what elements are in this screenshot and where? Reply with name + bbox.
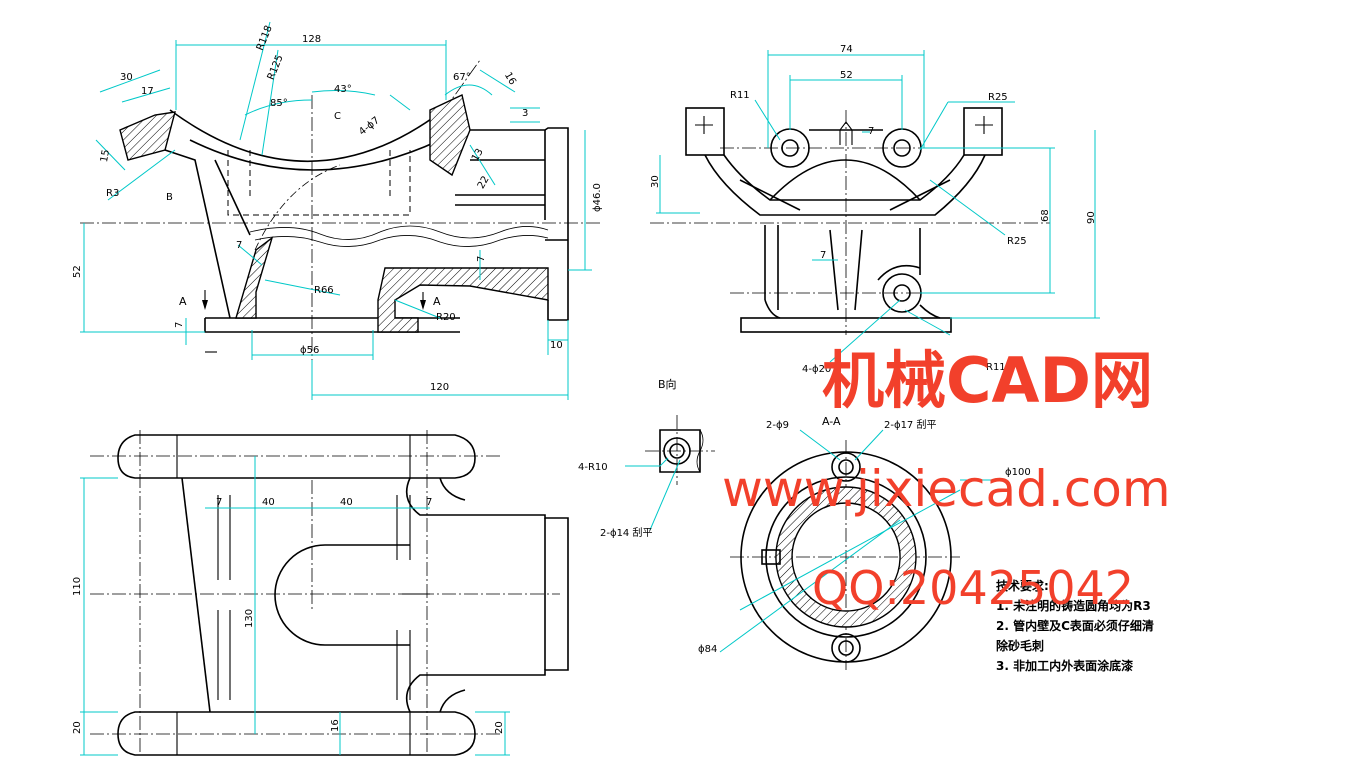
dim-phi100: ϕ100 xyxy=(1005,467,1031,478)
dim-4-r10: 4-R10 xyxy=(578,462,608,473)
dim-3: 3 xyxy=(522,108,528,119)
dim-128: 128 xyxy=(302,34,321,45)
dim-r20: R20 xyxy=(436,312,456,323)
dim-7-right: 7 xyxy=(476,256,487,262)
dim-r11-bottom: R11 xyxy=(986,362,1006,373)
dim-110: 110 xyxy=(72,577,83,596)
view-b: B向 4-R10 2-ϕ14 刮平 xyxy=(578,377,715,539)
tech-requirements: 技术要求: 1. 未注明的铸造圆角均为R3 2. 管内壁及C表面必须仔细清 除砂… xyxy=(996,578,1154,673)
label-c: C xyxy=(334,111,341,122)
dim-r11: R11 xyxy=(730,90,750,101)
dim-10: 10 xyxy=(550,340,563,351)
tech-item-2: 2. 管内壁及C表面必须仔细清 xyxy=(996,618,1154,633)
tech-item-2-cont: 除砂毛刺 xyxy=(996,638,1044,653)
dim-7-b: 7 xyxy=(426,497,432,508)
watermark-qq: QQ:20425042 xyxy=(812,561,1134,615)
dim-16: 16 xyxy=(330,719,341,732)
dim-20-left: 20 xyxy=(72,721,83,734)
tech-item-1: 1. 未注明的铸造圆角均为R3 xyxy=(996,598,1151,613)
dim-r3: R3 xyxy=(106,188,119,199)
section-aa: A-A 2-ϕ9 2-ϕ17 刮平 ϕ100 ϕ84 xyxy=(698,415,1031,670)
left-flange-section xyxy=(119,111,176,161)
dim-phi46: ϕ46.0 xyxy=(592,183,603,212)
dim-130: 130 xyxy=(244,609,255,628)
dim-43-deg: 43° xyxy=(334,84,352,95)
top-view: 7 40 40 7 110 130 20 16 20 xyxy=(72,430,569,756)
dim-r25-right: R25 xyxy=(1007,236,1027,247)
outlet-pipe-section xyxy=(377,267,549,333)
dim-16: 16 xyxy=(502,71,518,88)
side-view: 74 52 R11 R25 7 30 68 90 R25 7 4-ϕ20 R11 xyxy=(650,44,1100,375)
tech-item-3: 3. 非加工内外表面涂底漆 xyxy=(996,658,1133,673)
view-b-title: B向 xyxy=(658,377,677,391)
dim-85-deg: 85° xyxy=(270,98,288,109)
dim-7-a: 7 xyxy=(216,497,222,508)
dim-2-phi14: 2-ϕ14 刮平 xyxy=(600,526,652,539)
watermark: 机械CAD网 www.jixiecad.com QQ:20425042 xyxy=(722,344,1171,615)
dim-7-top: 7 xyxy=(868,126,874,137)
pipe-wall-section xyxy=(775,486,917,628)
dim-30: 30 xyxy=(120,72,133,83)
label-b-front: B xyxy=(166,192,173,203)
dim-2-phi17: 2-ϕ17 刮平 xyxy=(884,418,936,431)
front-view: R118 128 R125 30 17 85° 43° C 4-ϕ7 67° 1… xyxy=(72,21,603,400)
dim-68: 68 xyxy=(1040,209,1051,222)
label-a-right: A xyxy=(433,295,441,308)
dim-r66: R66 xyxy=(314,285,334,296)
dim-7-mid: 7 xyxy=(236,240,242,251)
right-boss-section xyxy=(429,93,471,177)
dim-r118: R118 xyxy=(255,24,275,52)
dim-120: 120 xyxy=(430,382,449,393)
dim-20-right: 20 xyxy=(494,721,505,734)
dim-67-deg: 67° xyxy=(453,72,471,83)
dim-phi84: ϕ84 xyxy=(698,644,717,655)
tech-heading: 技术要求: xyxy=(996,578,1049,593)
dim-4-phi20: 4-ϕ20 xyxy=(802,364,831,375)
dim-phi56: ϕ56 xyxy=(300,345,319,356)
watermark-url: www.jixiecad.com xyxy=(722,460,1171,518)
dim-40-a: 40 xyxy=(262,497,275,508)
dim-90: 90 xyxy=(1086,211,1097,224)
dim-7-side-mid: 7 xyxy=(820,250,826,261)
dim-15: 15 xyxy=(99,149,112,163)
dim-52-side: 52 xyxy=(840,70,853,81)
label-a-left: A xyxy=(179,295,187,308)
dim-2-phi9: 2-ϕ9 xyxy=(766,420,789,431)
dim-52-front: 52 xyxy=(72,265,83,278)
watermark-title: 机械CAD网 xyxy=(822,344,1153,417)
dim-r125: R125 xyxy=(266,53,286,81)
section-aa-title: A-A xyxy=(822,415,841,428)
dim-7-left: 7 xyxy=(174,322,185,328)
dim-17: 17 xyxy=(141,86,154,97)
dim-40-b: 40 xyxy=(340,497,353,508)
lower-pipe-section xyxy=(235,236,274,319)
dim-r25-top: R25 xyxy=(988,92,1008,103)
dim-30-side: 30 xyxy=(650,175,661,188)
dim-74: 74 xyxy=(840,44,853,55)
dim-4-phi7: 4-ϕ7 xyxy=(357,115,382,138)
